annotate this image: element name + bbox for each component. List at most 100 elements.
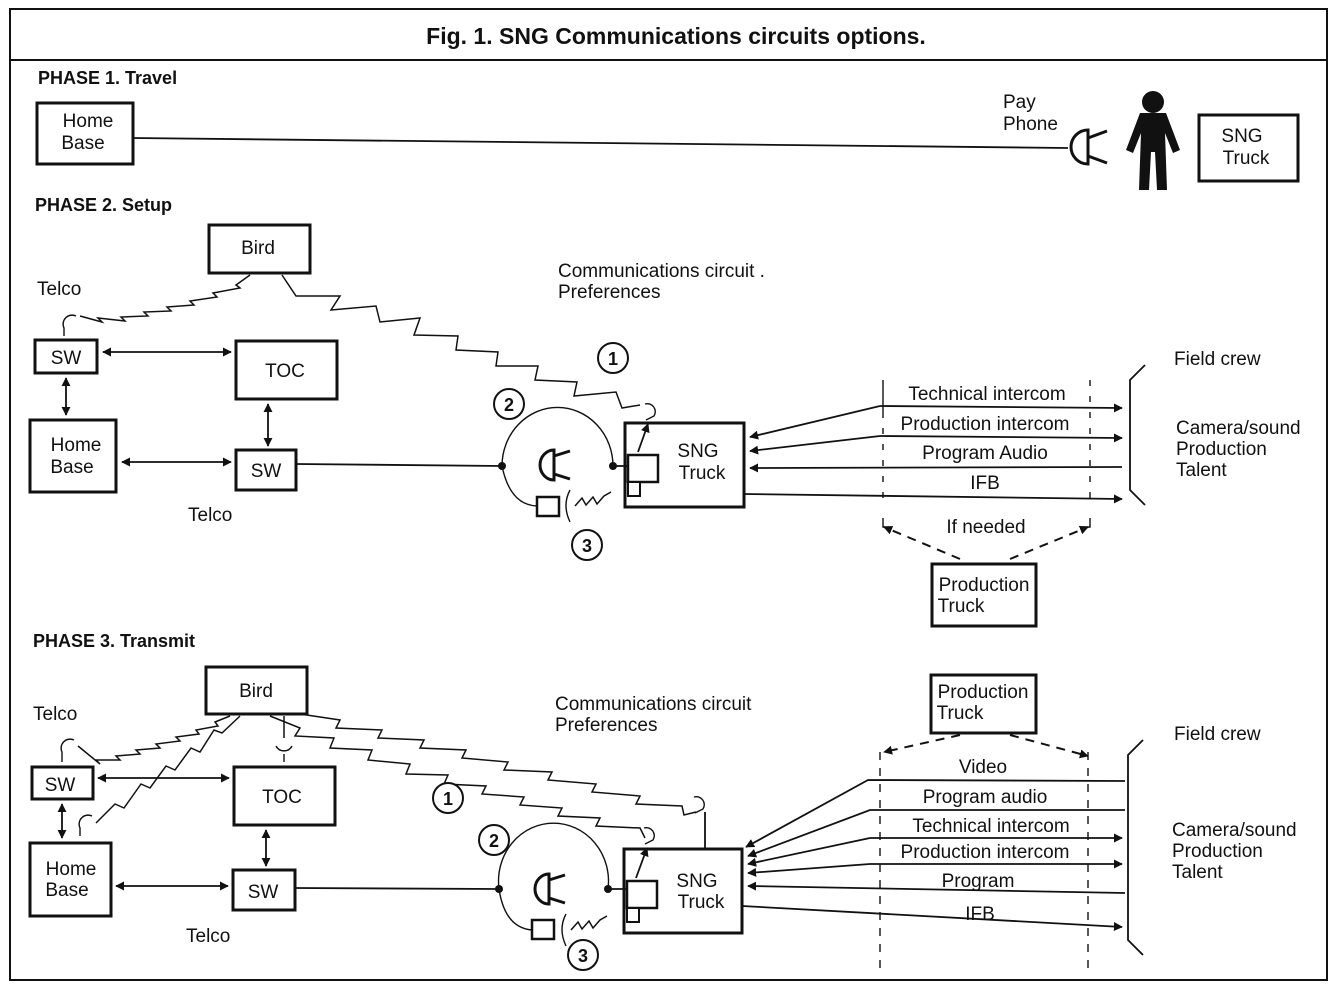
phase2-arrow-technical-right — [879, 403, 1123, 413]
phase2-arrow-technical-left — [749, 405, 881, 440]
phase2-cellular-box-icon — [535, 495, 561, 518]
phase3-field-crew-bracket — [1127, 739, 1144, 956]
phase2-crew-camera-sound: Camera/sound — [1176, 418, 1301, 439]
phase3-option-1-label: 1 — [443, 789, 453, 809]
phase3-production-truck-box — [929, 673, 1038, 735]
pay-phone-icon — [1069, 128, 1108, 166]
phase2-option-1-label: 1 — [608, 349, 618, 369]
phase3-phone-icon — [533, 872, 566, 906]
phase2-circuit-prefs-line2: Preferences — [558, 282, 660, 303]
phase3-toc-box — [232, 765, 337, 827]
phase3-production-truck-line2: Truck — [937, 703, 984, 724]
phase2-crew-production: Production — [1176, 439, 1267, 460]
phase3-bird-label: Bird — [239, 681, 273, 702]
phase2-sw-bottom-label: SW — [251, 461, 282, 482]
phase2-bird-box — [207, 223, 312, 275]
phase2-option-3-label: 3 — [582, 536, 592, 556]
phase2-link-ifb: IFB — [970, 473, 1000, 494]
phase2-option-3-circle — [571, 529, 603, 561]
phase3-heading: PHASE 3. Transmit — [33, 631, 195, 651]
phase2-home-base-line2: Base — [50, 457, 93, 478]
phase1-heading: PHASE 1. Travel — [38, 68, 177, 88]
phase2-arrow-ifb — [743, 493, 1123, 504]
phase3-home-dish-icon — [78, 814, 93, 836]
phase2-cellular-dish-icon — [565, 489, 571, 523]
phase3-option-2-loop — [497, 822, 610, 890]
phase2-telco-top-label: Telco — [37, 279, 81, 300]
phase2-sng-truck-line2: Truck — [679, 463, 726, 484]
phase3-toc-label: TOC — [262, 787, 302, 808]
phase2-option-1-circle — [597, 342, 629, 374]
phase2-option-2-label: 2 — [504, 395, 514, 415]
phase3-link-bird-telco — [77, 715, 231, 765]
phase3-truck-antenna-arrow — [635, 847, 649, 879]
phase3-link-ifb: IFB — [965, 904, 995, 925]
phase3-sw-bottom-label: SW — [248, 882, 279, 903]
phase2-telco-dish-icon — [62, 314, 77, 336]
phase2-production-truck-box — [930, 562, 1038, 628]
phase2-sw-top-label: SW — [51, 348, 82, 369]
phase2-link-bird-truck — [281, 274, 641, 409]
phase2-truck-cell-box — [627, 481, 641, 497]
figure-title: Fig. 1. SNG Communications circuits opti… — [426, 23, 926, 49]
phase2-line-to-phone — [295, 463, 503, 467]
phase2-sw-bottom-box — [234, 448, 298, 492]
phase3-crew-talent: Talent — [1172, 862, 1223, 883]
phase2-toc-box — [234, 339, 339, 401]
phase2-cellular-link — [574, 491, 612, 507]
phase3-sw-top-label: SW — [45, 775, 76, 796]
phase3-arrow-ifb — [741, 905, 1123, 932]
phase2-if-needed-tick-left — [882, 518, 890, 528]
phase2-link-production-intercom: Production intercom — [901, 414, 1070, 435]
phase2-toc-label: TOC — [265, 361, 305, 382]
phase2-field-crew-label: Field crew — [1174, 349, 1261, 370]
phase2-field-crew-bracket — [1129, 364, 1146, 506]
phase3-sw-bottom-box — [231, 868, 297, 912]
phase3-arrow-program-audio — [747, 809, 1125, 858]
phase3-crew-camera-sound: Camera/sound — [1172, 820, 1297, 841]
phase3-link-program: Program — [942, 871, 1015, 892]
phase2-home-base-line1: Home — [51, 435, 102, 456]
phase2-option-2-loop — [501, 406, 614, 467]
phase3-truck-dish-a-icon — [643, 826, 655, 845]
phase2-production-truck-line2: Truck — [938, 596, 985, 617]
phase3-cellular-box-icon — [530, 918, 556, 941]
phase3-home-base-line1: Home — [46, 859, 97, 880]
phase2-link-technical-intercom: Technical intercom — [908, 384, 1065, 405]
phase2-link-program-audio: Program Audio — [922, 443, 1048, 464]
phase2-truck-phone-box — [626, 453, 660, 484]
phase2-truck-dish-icon — [644, 402, 656, 421]
phase2-circuit-prefs-line1: Communications circuit . — [558, 261, 765, 282]
phase2-if-needed-arrow-left — [883, 525, 961, 560]
phase2-bird-label: Bird — [241, 238, 275, 259]
phase3-sw-top-box — [30, 765, 95, 801]
phase2-production-truck-line1: Production — [939, 575, 1030, 596]
phase3-telco-bottom-label: Telco — [186, 926, 230, 947]
phase3-option-2-circle — [478, 824, 510, 856]
phase2-junction-left — [498, 462, 506, 470]
phase2-link-bird-telco — [79, 274, 251, 324]
phase3-production-arrow-right — [1009, 734, 1089, 759]
phase2-if-needed-arrow-right — [1009, 525, 1089, 560]
phase3-link-technical-intercom: Technical intercom — [912, 816, 1069, 837]
phase3-telco-top-label: Telco — [33, 704, 77, 725]
phase1-home-base-box — [35, 101, 135, 166]
phase1-phone-line — [132, 137, 1069, 149]
phase3-production-arrow-left — [883, 734, 961, 755]
phase3-telco-dish-icon — [60, 738, 75, 762]
phase3-arrow-technical-left — [747, 837, 871, 867]
phase2-arrow-production-right — [879, 433, 1123, 443]
phase2-arrow-program-audio — [749, 463, 1123, 473]
phase3-link-program-audio: Program audio — [923, 787, 1048, 808]
phase2-sw-top-box — [33, 338, 99, 375]
phase3-toc-dish-icon — [275, 745, 293, 752]
phase3-truck-dish-b-icon — [693, 795, 705, 814]
phase2-telco-bottom-label: Telco — [188, 505, 232, 526]
phase3-link-video: Video — [959, 757, 1007, 778]
phase3-option-1-circle — [432, 782, 464, 814]
phase2-home-base-box — [28, 418, 118, 494]
phase3-option-3-label: 3 — [578, 946, 588, 966]
phase2-option-2-circle — [493, 388, 525, 420]
phase2-arrow-production-left — [749, 435, 881, 455]
